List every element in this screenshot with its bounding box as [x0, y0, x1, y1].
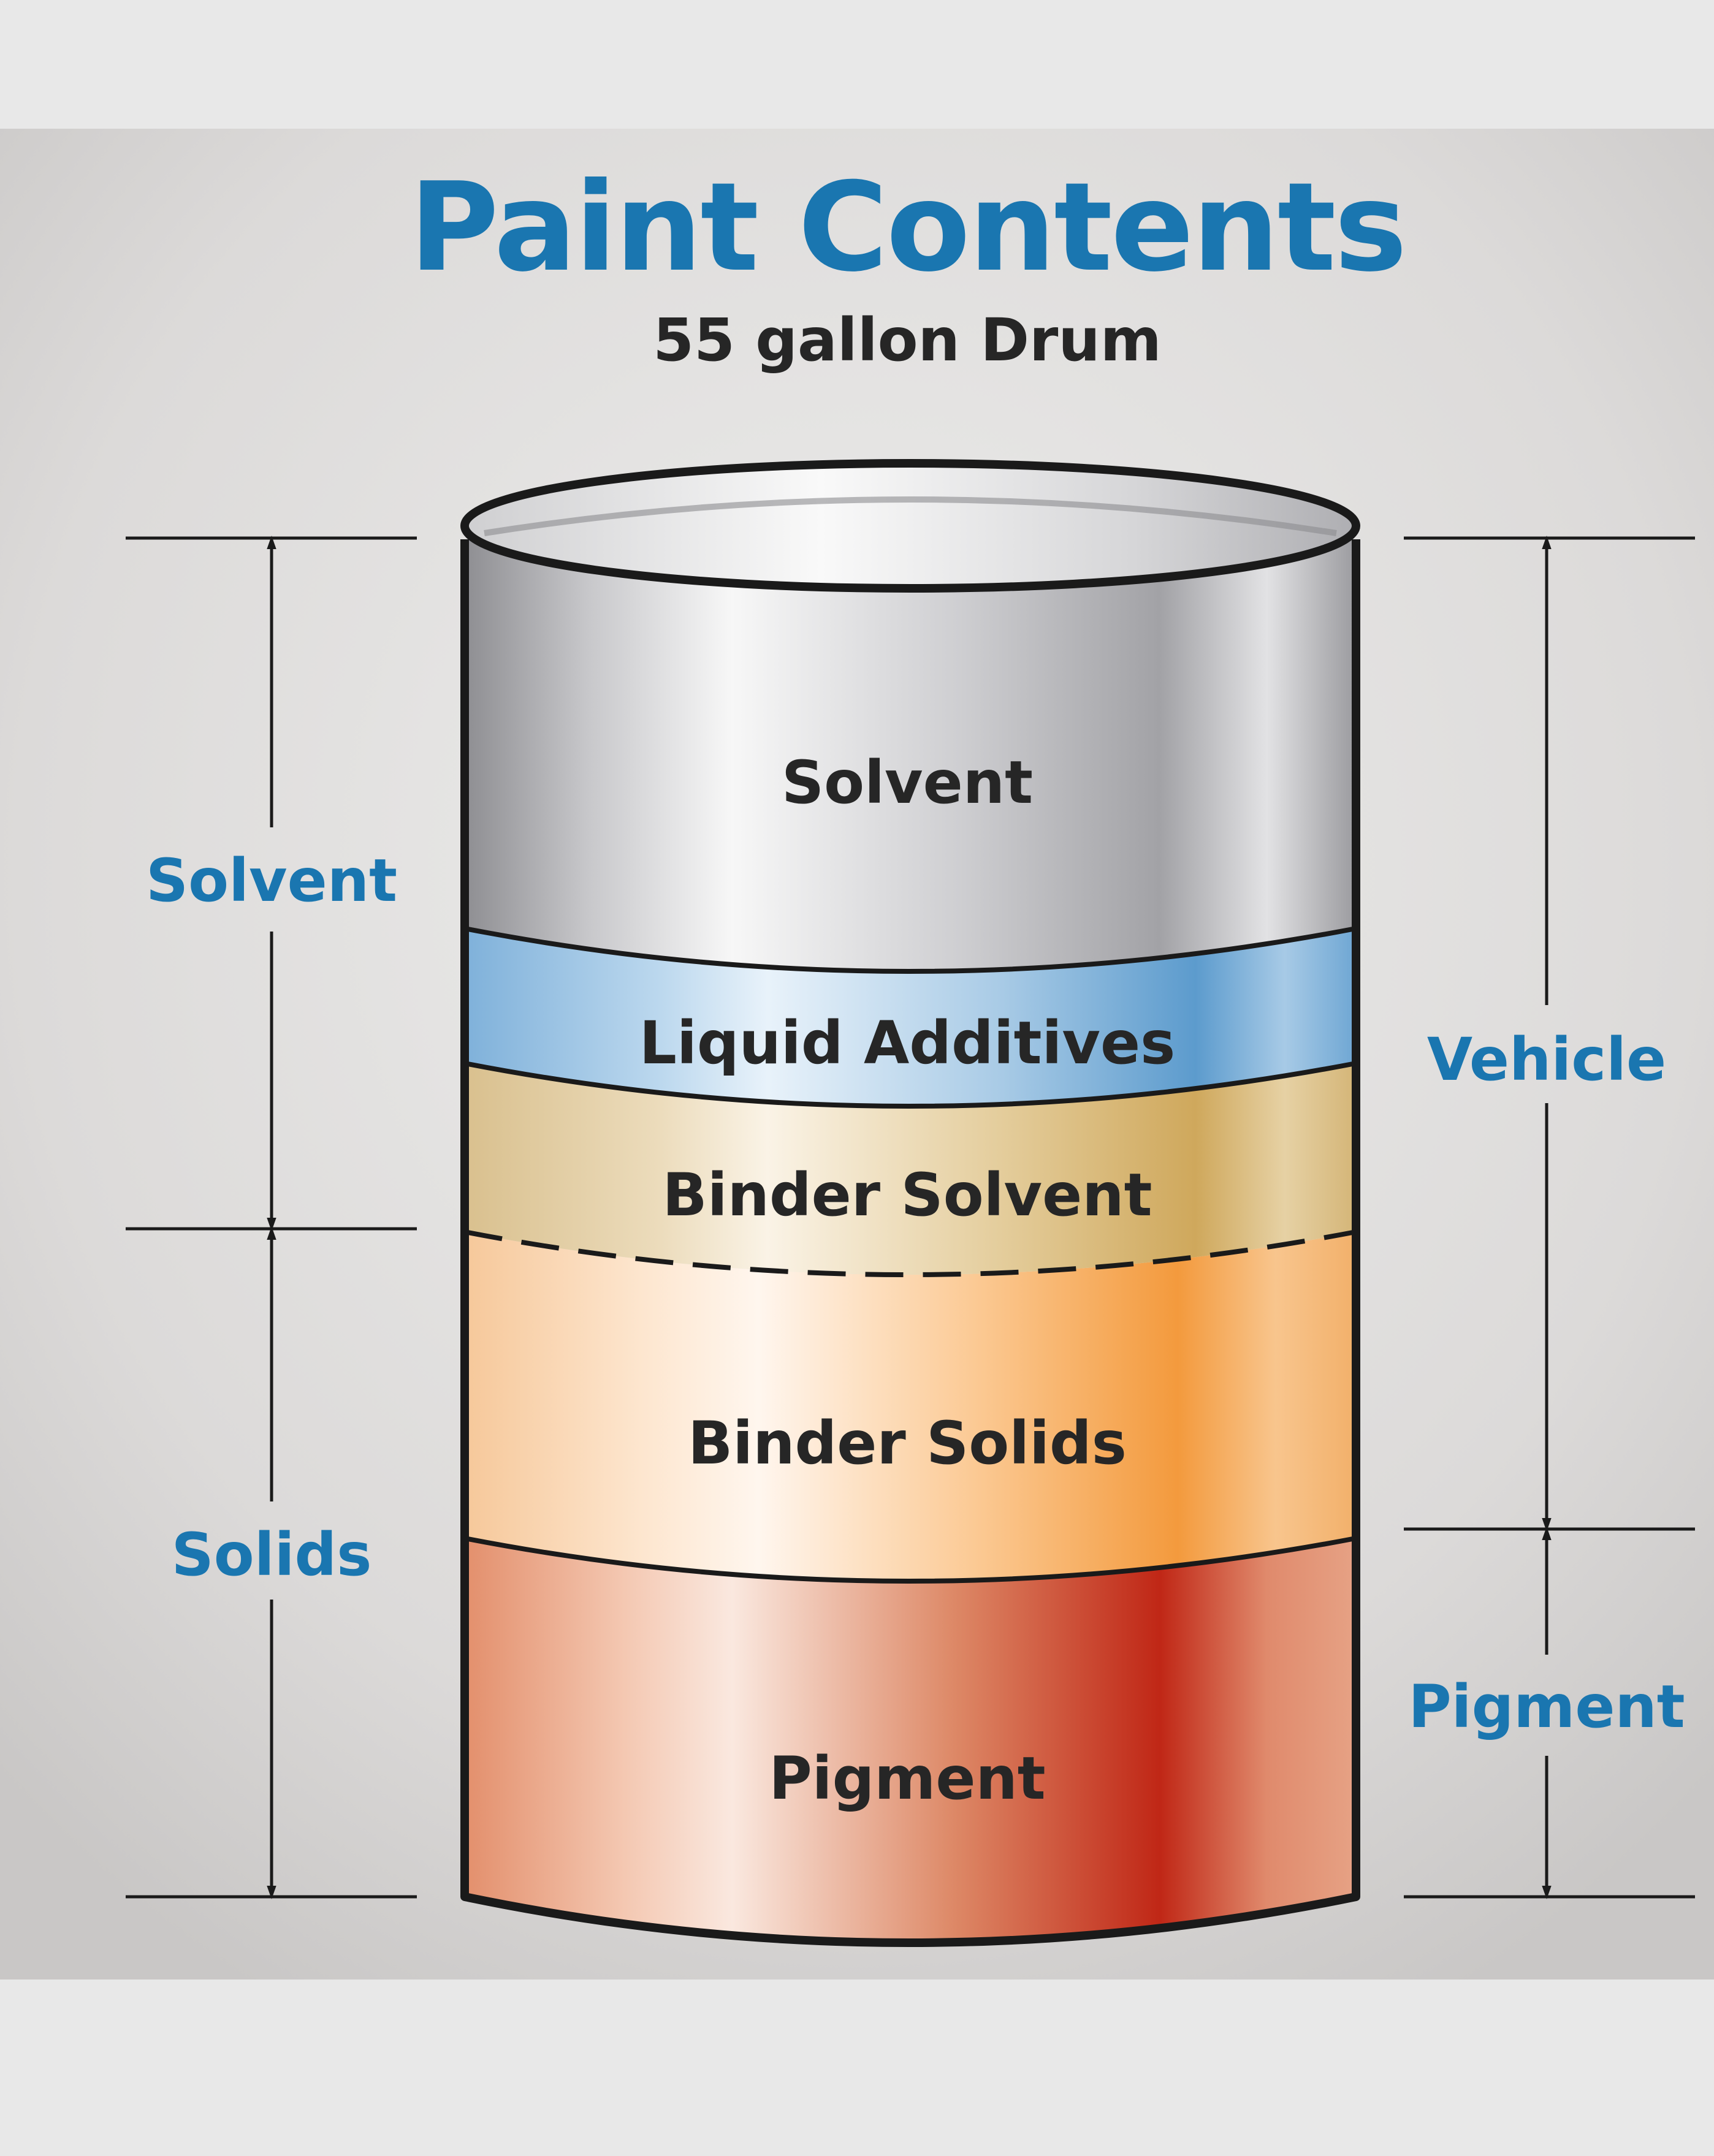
boundary-liquid-binder-solvent [464, 1061, 1357, 1109]
left-dimension-brackets: Solvent Solids [126, 536, 417, 1899]
drum-outline [460, 539, 1360, 1947]
boundary-solids-pigment [464, 1536, 1357, 1584]
layer-solvent [465, 539, 1356, 971]
layer-label-liquid-additives: Liquid Additives [639, 1009, 1175, 1077]
drum-inner-shadow [484, 496, 1337, 536]
diagram-subtitle: 55 gallon Drum [653, 306, 1161, 374]
right-dimension-brackets: Vehicle Pigment [1404, 536, 1695, 1899]
layer-label-pigment: Pigment [769, 1744, 1045, 1813]
layer-binder-solvent [465, 1063, 1356, 1275]
layer-binder-solids [465, 1232, 1356, 1581]
layer-label-binder-solvent: Binder Solvent [663, 1161, 1152, 1229]
layer-pigment [465, 1538, 1356, 1943]
layer-liquid-additives [465, 928, 1356, 1106]
boundary-solvent-liquid [464, 926, 1357, 974]
layer-label-binder-solids: Binder Solids [688, 1409, 1127, 1478]
layer-label-solvent: Solvent [782, 748, 1033, 817]
right-label-pigment: Pigment [1408, 1672, 1685, 1741]
drum-top-opening [460, 459, 1360, 593]
diagram-title: Paint Contents [409, 156, 1405, 299]
paint-drum [460, 459, 1360, 1947]
right-label-vehicle: Vehicle [1427, 1025, 1666, 1094]
boundary-binder-dashed [464, 1229, 1357, 1277]
left-label-solvent: Solvent [146, 846, 397, 915]
left-label-solids: Solids [172, 1520, 372, 1589]
